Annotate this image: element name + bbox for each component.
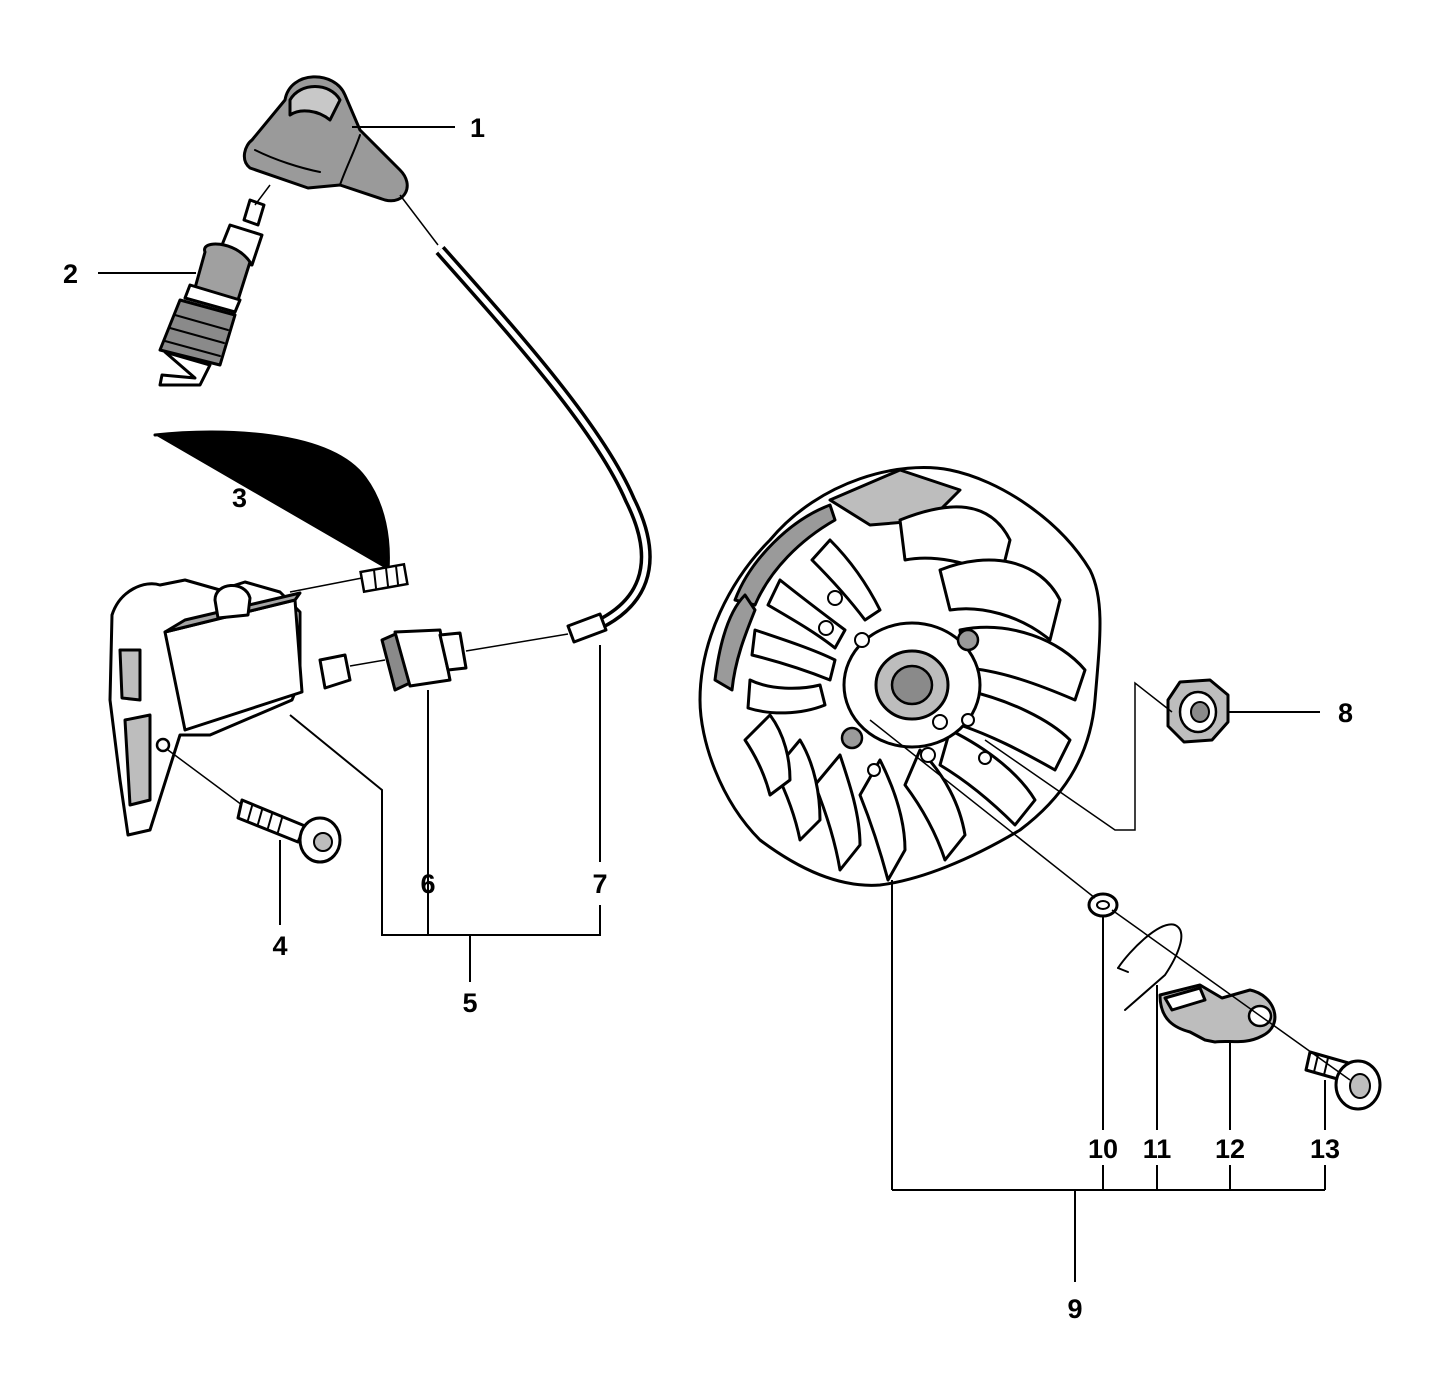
callout-13: 13 [1310,1134,1340,1164]
callout-11: 11 [1143,1134,1172,1164]
washer [1087,892,1119,918]
callout-2: 2 [63,259,78,289]
callout-4: 4 [272,931,287,961]
pawl-screw [1304,1050,1382,1111]
ground-wire [153,430,409,594]
callout-12: 12 [1215,1134,1245,1164]
spark-plug-boot [242,75,409,203]
pawl-spring [1117,923,1183,1011]
flywheel [698,466,1102,887]
ignition-module [108,578,352,837]
callout-9: 9 [1067,1294,1082,1324]
callout-5: 5 [462,988,477,1018]
callout-6: 6 [420,869,435,899]
callout-labels: 1 2 3 4 5 6 7 8 9 10 11 12 13 [63,113,1353,1324]
callout-8: 8 [1338,698,1353,728]
callout-10: 10 [1088,1134,1118,1164]
callout-3: 3 [232,483,247,513]
leader-lines-left [98,126,601,982]
callout-7: 7 [592,869,607,899]
spark-boot-connector [380,628,468,692]
module-screw [236,798,342,864]
callout-1: 1 [470,113,485,143]
ignition-lead-cable [435,246,652,644]
spark-plug [158,198,266,387]
flywheel-nut [1166,678,1230,744]
leader-lines-right [869,681,1351,1282]
starter-pawl [1158,983,1277,1044]
